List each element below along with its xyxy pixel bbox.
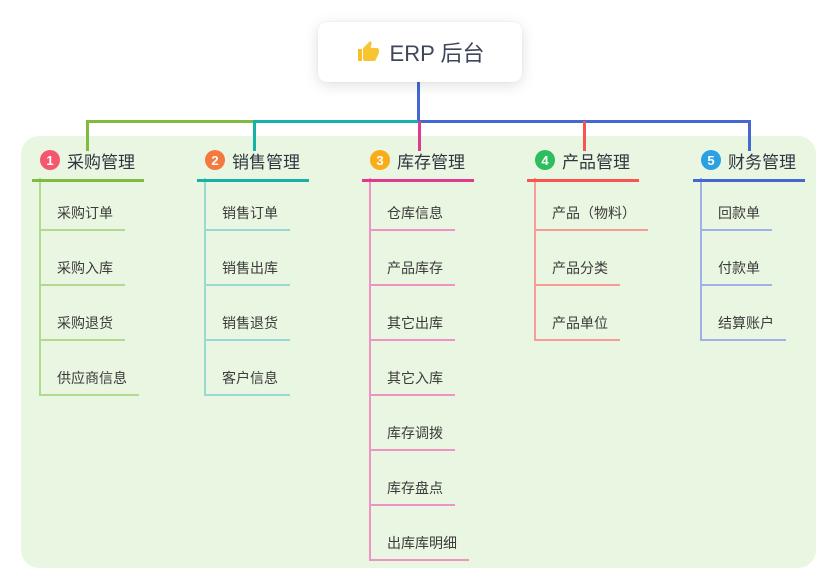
mindmap-item-sales-return[interactable]: 销售退货 — [204, 313, 290, 341]
branch-number-badge: 3 — [370, 150, 390, 170]
mindmap-item-product-stock[interactable]: 产品库存 — [369, 258, 455, 286]
mindmap-item-warehouse-info[interactable]: 仓库信息 — [369, 203, 455, 231]
mindmap-item-receipt-bill[interactable]: 回款单 — [700, 203, 772, 231]
mindmap-item-settlement-account[interactable]: 结算账户 — [700, 313, 786, 341]
mindmap-item-other-inbound[interactable]: 其它入库 — [369, 368, 455, 396]
topic-inventory-management[interactable]: 3 库存管理 — [362, 147, 474, 182]
mindmap-item-outbound-detail[interactable]: 出库库明细 — [369, 533, 469, 561]
connector-drop-product — [583, 121, 586, 151]
connector-root-vertical — [417, 81, 420, 121]
mindmap-item-payment-bill[interactable]: 付款单 — [700, 258, 772, 286]
connector-drop-inventory — [418, 121, 421, 151]
root-node[interactable]: ERP 后台 — [318, 22, 522, 82]
topic-purchase-management[interactable]: 1 采购管理 — [32, 147, 144, 182]
topic-finance-management[interactable]: 5 财务管理 — [693, 147, 805, 182]
connector-bus-segment-teal — [253, 120, 420, 123]
branch-number-badge: 5 — [701, 150, 721, 170]
mindmap-item-purchase-order[interactable]: 采购订单 — [39, 203, 125, 231]
root-node-label: ERP 后台 — [389, 41, 485, 66]
mindmap-item-supplier-info[interactable]: 供应商信息 — [39, 368, 139, 396]
topic-sales-management[interactable]: 2 销售管理 — [197, 147, 309, 182]
branch-vertical-line — [39, 178, 41, 396]
branch-number-badge: 4 — [535, 150, 555, 170]
mindmap-item-stock-transfer[interactable]: 库存调拨 — [369, 423, 455, 451]
mindmap-item-sales-outbound[interactable]: 销售出库 — [204, 258, 290, 286]
branch-vertical-line — [534, 178, 536, 341]
mindmap-item-product-category[interactable]: 产品分类 — [534, 258, 620, 286]
topic-label: 产品管理 — [562, 152, 630, 172]
mindmap-item-customer-info[interactable]: 客户信息 — [204, 368, 290, 396]
mindmap-item-other-outbound[interactable]: 其它出库 — [369, 313, 455, 341]
branch-vertical-line — [700, 178, 702, 341]
connector-drop-sales — [253, 120, 256, 151]
branch-number-badge: 1 — [40, 150, 60, 170]
mindmap-item-purchase-return[interactable]: 采购退货 — [39, 313, 125, 341]
mindmap-item-product-material[interactable]: 产品（物料） — [534, 203, 648, 231]
mindmap-item-sales-order[interactable]: 销售订单 — [204, 203, 290, 231]
topic-label: 采购管理 — [67, 152, 135, 172]
topic-label: 销售管理 — [232, 152, 300, 172]
topic-product-management[interactable]: 4 产品管理 — [527, 147, 639, 182]
mindmap-item-stock-taking[interactable]: 库存盘点 — [369, 478, 455, 506]
connector-bus-segment-green — [86, 120, 255, 123]
branch-vertical-line — [204, 178, 206, 396]
branch-vertical-line — [369, 178, 371, 561]
mindmap-item-product-unit[interactable]: 产品单位 — [534, 313, 620, 341]
thumbs-up-icon — [357, 41, 379, 61]
branch-number-badge: 2 — [205, 150, 225, 170]
topic-label: 财务管理 — [728, 152, 796, 172]
topic-label: 库存管理 — [397, 152, 465, 172]
mindmap-item-purchase-inbound[interactable]: 采购入库 — [39, 258, 125, 286]
connector-drop-purchase — [86, 120, 89, 151]
mindmap-panel — [21, 136, 816, 568]
connector-drop-finance — [748, 121, 751, 151]
